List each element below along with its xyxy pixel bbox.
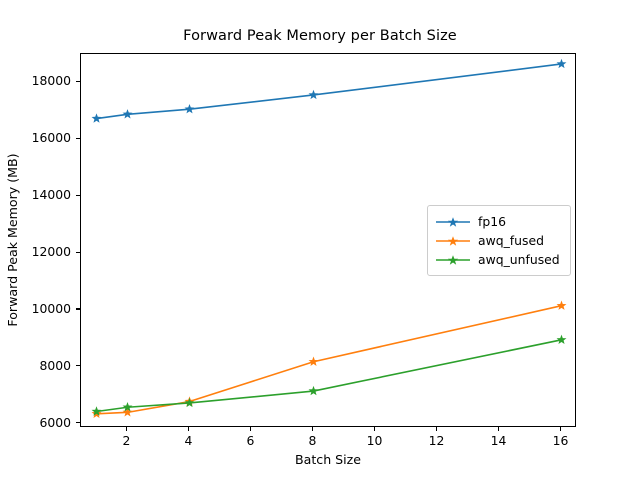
x-tick-mark xyxy=(125,427,128,431)
y-axis-label: Forward Peak Memory (MB) xyxy=(5,153,20,327)
legend-item: awq_fused xyxy=(435,231,562,250)
y-tick-label: 10000 xyxy=(31,300,71,316)
x-tick-mark xyxy=(559,427,562,431)
y-tick-label: 16000 xyxy=(31,130,71,146)
series-line-awq_fused xyxy=(95,304,563,415)
legend-swatch-fp16 xyxy=(436,216,470,227)
data-point-marker xyxy=(556,334,567,345)
x-tick-mark xyxy=(497,427,500,431)
y-tick-mark xyxy=(76,194,80,196)
x-tick-mark xyxy=(435,427,438,431)
y-tick-label: 12000 xyxy=(31,243,71,259)
data-point-marker xyxy=(122,402,133,412)
x-tick-label: 4 xyxy=(184,433,193,448)
x-tick-mark xyxy=(249,427,252,431)
data-point-marker xyxy=(184,397,195,408)
y-tick-mark xyxy=(76,80,80,82)
series-line-awq_unfused xyxy=(95,339,563,413)
x-tick-label: 12 xyxy=(428,433,445,448)
x-tick-label: 10 xyxy=(366,433,383,448)
y-tick-mark xyxy=(76,251,80,253)
data-point-marker xyxy=(122,407,133,417)
x-tick-label: 8 xyxy=(308,433,317,448)
y-tick-label: 18000 xyxy=(31,73,71,89)
data-point-marker xyxy=(91,406,102,416)
legend-item: fp16 xyxy=(435,212,562,231)
x-tick-label: 14 xyxy=(490,433,507,448)
legend-swatch-awq-unfused xyxy=(436,254,470,265)
y-tick-mark xyxy=(76,308,80,310)
data-point-marker xyxy=(122,109,133,119)
y-tick-label: 6000 xyxy=(39,414,71,430)
y-tick-mark xyxy=(76,365,80,367)
x-tick-label: 6 xyxy=(246,433,255,448)
x-tick-mark xyxy=(373,427,376,431)
y-tick-label: 14000 xyxy=(31,187,71,202)
x-axis-label: Batch Size xyxy=(294,452,362,467)
series-canvas xyxy=(91,58,567,418)
x-tick-label: 16 xyxy=(552,433,569,448)
legend-label-awq-fused: awq_fused xyxy=(478,232,544,248)
legend-label-awq-unfused: awq_unfused xyxy=(478,251,560,267)
legend: fp16 awq_fused awq_unfused xyxy=(427,205,571,276)
data-point-marker xyxy=(308,89,319,100)
data-point-marker xyxy=(184,103,195,114)
data-point-marker xyxy=(556,300,567,310)
x-tick-mark xyxy=(187,427,190,431)
chart-title: Forward Peak Memory per Batch Size xyxy=(183,28,457,44)
legend-label-fp16: fp16 xyxy=(478,213,506,229)
y-tick-mark xyxy=(76,422,80,424)
legend-swatch-awq-fused xyxy=(436,235,470,246)
y-tick-mark xyxy=(76,137,80,139)
series-line-fp16 xyxy=(95,63,563,120)
legend-item: awq_unfused xyxy=(435,250,562,269)
y-axis-label-container: Forward Peak Memory (MB) xyxy=(0,0,26,480)
x-tick-label: 2 xyxy=(122,433,131,448)
data-point-marker xyxy=(91,113,102,123)
y-tick-label: 8000 xyxy=(39,357,71,373)
x-tick-mark xyxy=(311,427,314,431)
data-point-marker xyxy=(556,58,567,69)
data-point-marker xyxy=(308,356,319,366)
data-point-marker xyxy=(308,385,319,396)
